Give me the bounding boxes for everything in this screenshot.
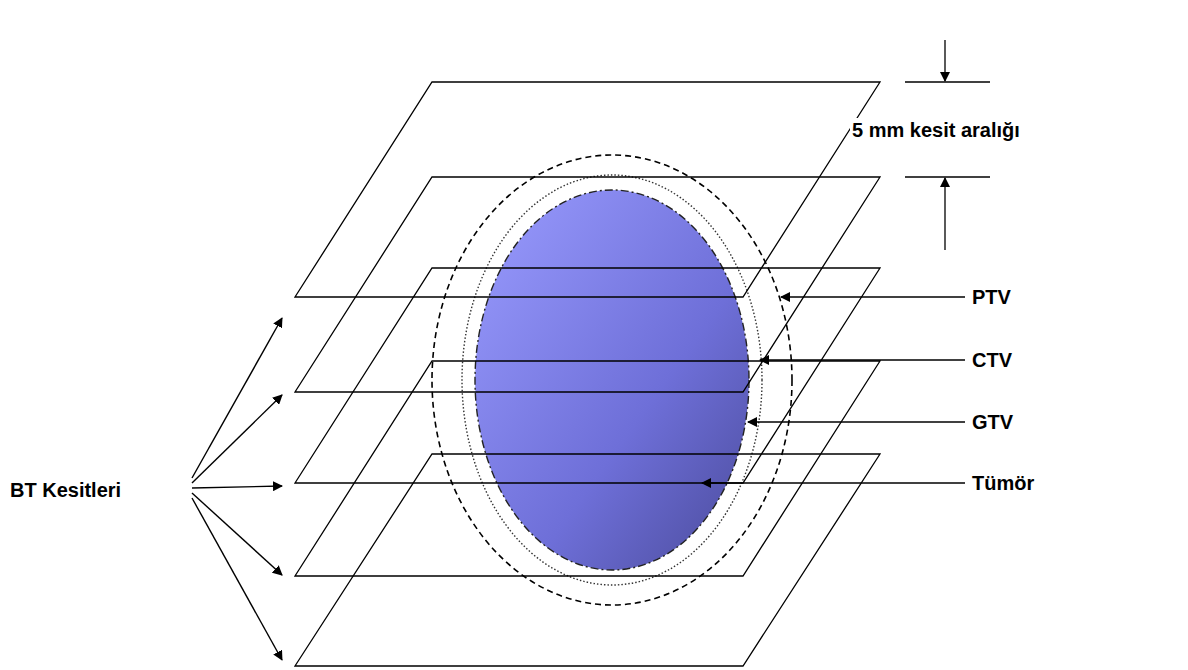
ctv-outline xyxy=(462,175,762,585)
dimension-label: 5 mm kesit aralığı xyxy=(850,118,1022,142)
dimension-marks xyxy=(905,40,990,250)
gtv-outline xyxy=(475,190,749,570)
ct-slices xyxy=(295,82,880,666)
volume-label: PTV xyxy=(970,285,1013,309)
ptv-outline xyxy=(432,155,792,605)
leader-arrows xyxy=(192,297,965,660)
volume-label: Tümör xyxy=(970,471,1036,495)
tumor-body xyxy=(475,190,749,570)
volume-label: GTV xyxy=(970,410,1015,434)
volume-label: CTV xyxy=(970,348,1014,372)
slices-label: BT Kesitleri xyxy=(8,478,123,502)
